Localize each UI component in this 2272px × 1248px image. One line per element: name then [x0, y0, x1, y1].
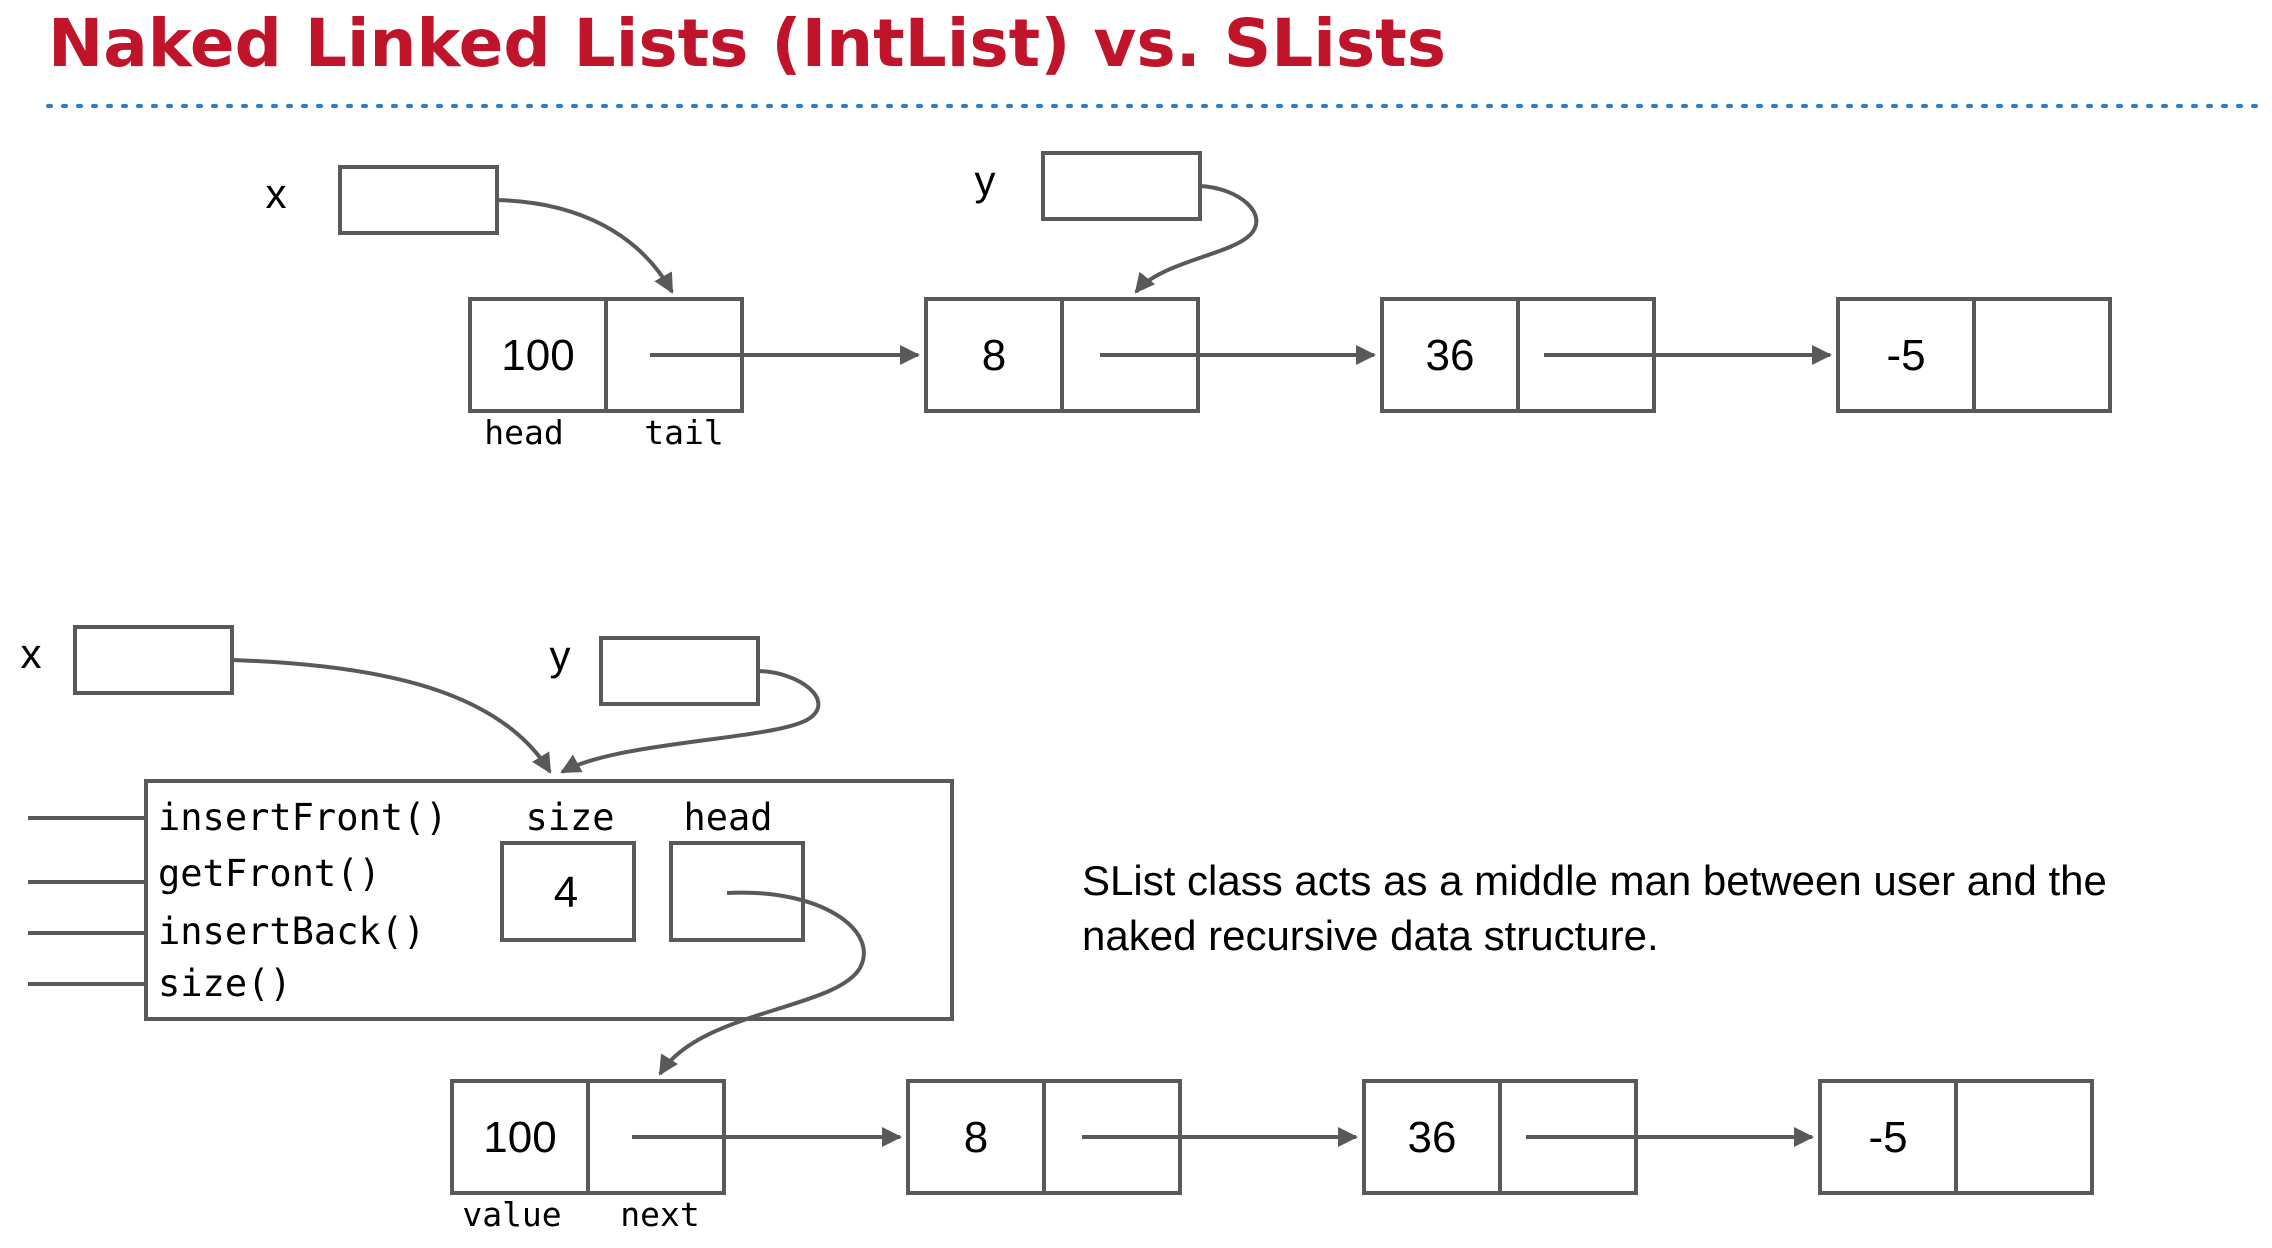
var-y-box	[1041, 151, 1202, 221]
node-value: 100	[483, 1113, 556, 1162]
method-label: insertFront()	[158, 796, 448, 839]
intlist-diagram: x y 100 8 36 -5 head tail	[266, 151, 2112, 452]
y-pointer-arrow	[1134, 184, 1259, 294]
size-field-box	[500, 841, 636, 942]
head-field-label: head	[683, 796, 772, 839]
field-label-next: next	[620, 1195, 699, 1234]
method-label: insertBack()	[158, 910, 425, 953]
node-value: -5	[1868, 1113, 1907, 1162]
node-value: 36	[1408, 1113, 1457, 1162]
node-value: 36	[1426, 331, 1475, 380]
size-field-label: size	[525, 796, 614, 839]
var-x-label: x	[266, 170, 287, 217]
method-label: getFront()	[158, 852, 381, 895]
var-y-label: y	[550, 632, 571, 679]
size-field-value: 4	[554, 868, 578, 917]
slist-diagram: x y insertFront() getFront() insertBack(…	[21, 625, 2094, 1234]
var-x-label: x	[21, 630, 42, 677]
node-value: 100	[501, 331, 574, 380]
caption-line-2: naked recursive data structure.	[1082, 912, 1659, 959]
node-value: 8	[982, 331, 1006, 380]
head-pointer-arrow	[658, 890, 866, 1076]
x-pointer-arrow	[496, 198, 674, 294]
caption-line-1: SList class acts as a middle man between…	[1082, 857, 2107, 904]
var-x-box	[338, 165, 499, 235]
field-label-value: value	[462, 1195, 561, 1234]
field-label-tail: tail	[644, 413, 723, 452]
method-label: size()	[158, 962, 292, 1005]
var-y-box	[599, 636, 760, 706]
y-pointer-arrow	[560, 669, 821, 774]
var-x-box	[73, 625, 234, 695]
page-title: Naked Linked Lists (IntList) vs. SLists	[48, 5, 1446, 82]
var-y-label: y	[975, 157, 996, 204]
node-value: -5	[1886, 331, 1925, 380]
node-value: 8	[964, 1113, 988, 1162]
slist-object-box	[144, 779, 954, 1021]
x-pointer-arrow	[231, 658, 552, 774]
field-label-head: head	[484, 413, 563, 452]
head-field-box	[669, 841, 805, 942]
